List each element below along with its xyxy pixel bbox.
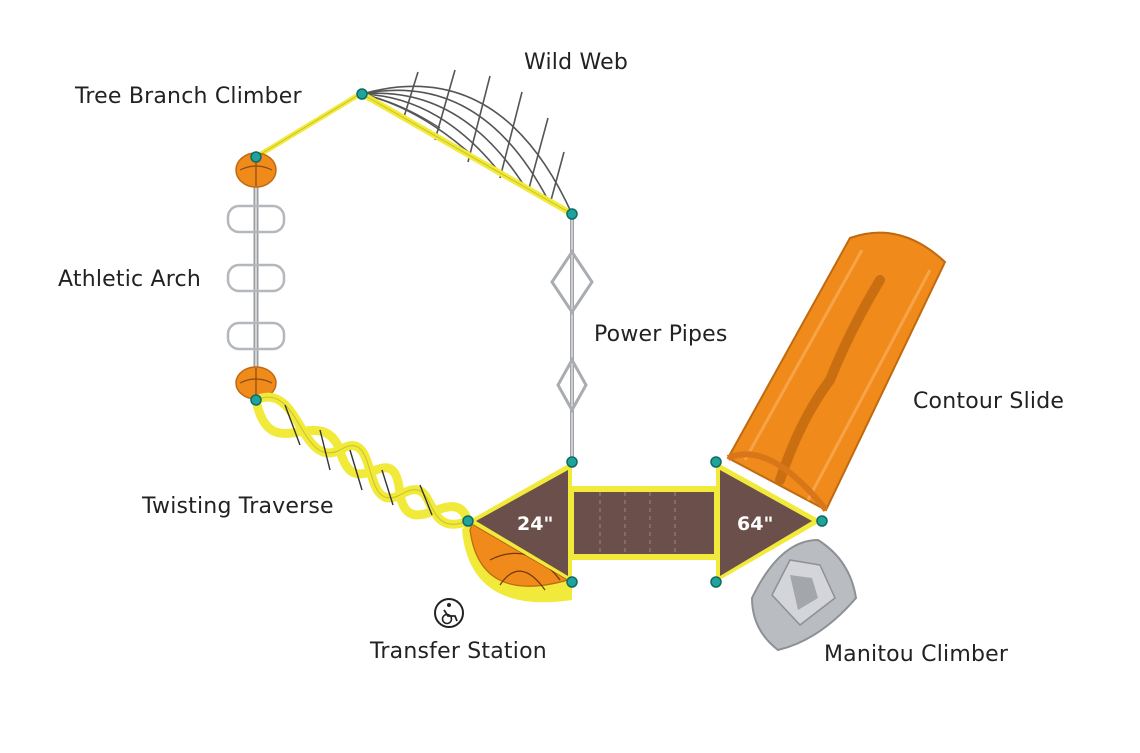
transfer-station xyxy=(462,521,572,603)
posts xyxy=(250,88,828,588)
deck-64-label: 64" xyxy=(737,513,773,535)
label-twisting-traverse: Twisting Traverse xyxy=(142,494,334,519)
label-transfer-station: Transfer Station xyxy=(370,639,547,664)
wheelchair-accessible-icon xyxy=(434,598,464,628)
wild-web xyxy=(360,69,574,217)
label-wild-web: Wild Web xyxy=(524,50,629,75)
deck-24-label: 24" xyxy=(517,513,553,535)
contour-slide xyxy=(726,231,947,512)
tree-branch-climber xyxy=(254,91,362,160)
label-manitou-climber: Manitou Climber xyxy=(824,642,1009,667)
label-power-pipes: Power Pipes xyxy=(594,322,728,347)
athletic-arch xyxy=(226,152,286,400)
label-athletic-arch: Athletic Arch xyxy=(58,267,201,292)
label-tree-branch-climber: Tree Branch Climber xyxy=(75,84,302,109)
power-pipes xyxy=(550,214,594,462)
manitou-climber xyxy=(750,538,858,652)
deck-24: 24" xyxy=(468,462,572,582)
bridge-walkway xyxy=(572,486,716,560)
deck-64: 64" xyxy=(716,462,822,582)
label-contour-slide: Contour Slide xyxy=(913,389,1065,414)
twisting-traverse xyxy=(251,392,473,529)
